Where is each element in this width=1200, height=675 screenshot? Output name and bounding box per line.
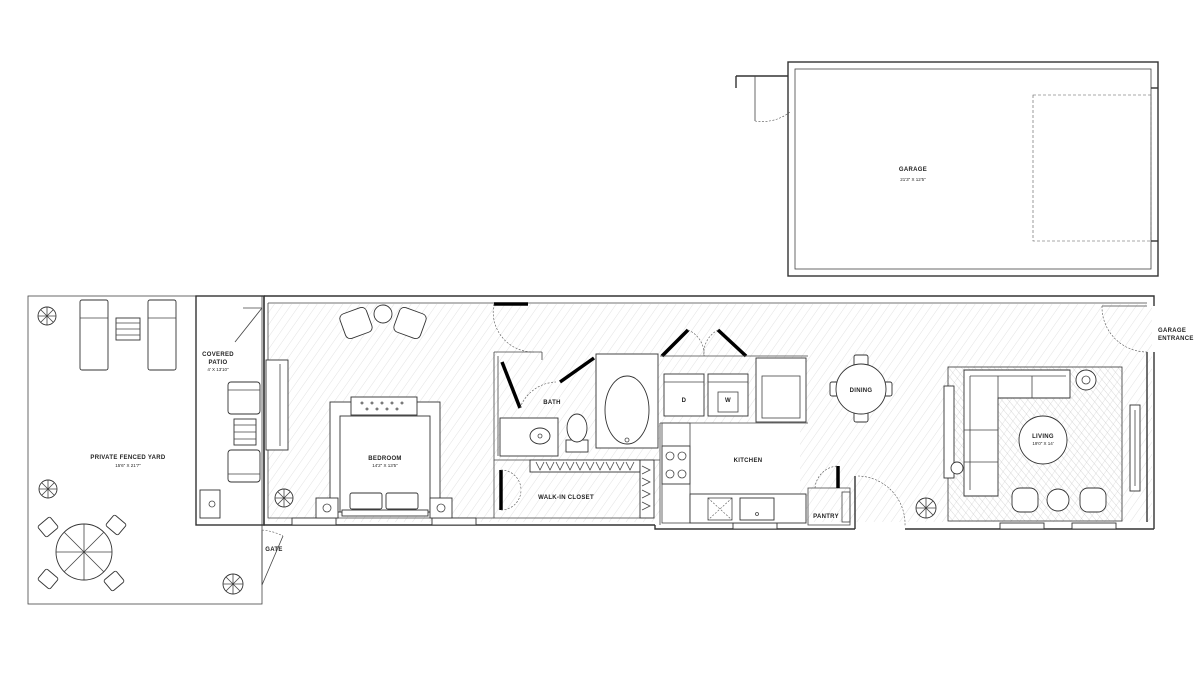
garage-entrance-label-2: ENTRANCE xyxy=(1158,336,1194,342)
private-yard-dims: 15'6" X 21'7" xyxy=(115,463,141,468)
private-yard-label: PRIVATE FENCED YARD xyxy=(90,455,166,461)
plant-icon xyxy=(915,497,937,519)
pillow xyxy=(349,492,383,510)
main-unit: BEDROOM 14'2" X 13'5" BATH xyxy=(263,295,1155,530)
accent-chair xyxy=(1011,487,1039,513)
plant-icon xyxy=(274,488,294,508)
tv-console xyxy=(943,385,955,479)
covered-patio-label-1: COVERED xyxy=(202,352,234,358)
covered-patio-label-2: PATIO xyxy=(209,360,228,366)
bedroom-label: BEDROOM xyxy=(368,456,401,462)
nightstand xyxy=(429,497,453,519)
living: LIVING 19'0" X 14' xyxy=(943,366,1123,522)
storage-cabinet xyxy=(755,357,807,423)
nightstand xyxy=(315,497,339,519)
laundry: D W xyxy=(663,357,807,423)
patio-chair xyxy=(227,381,261,415)
lounge-chair-left xyxy=(79,299,109,371)
kitchen-label: KITCHEN xyxy=(734,458,763,464)
plant-icon xyxy=(222,573,244,595)
washer xyxy=(707,373,749,417)
lounge-chair-right xyxy=(147,299,177,371)
covered-patio: COVERED PATIO 4' X 13'10" xyxy=(195,295,265,526)
garage-label: GARAGE xyxy=(899,167,927,173)
kitchen-sink xyxy=(739,497,775,521)
dresser xyxy=(265,359,289,451)
private-yard: PRIVATE FENCED YARD 15'6" X 21'7" xyxy=(27,295,263,605)
bench xyxy=(350,396,418,416)
covered-patio-dims: 4' X 13'10" xyxy=(207,367,229,372)
walk-in-closet: WALK-IN CLOSET xyxy=(493,459,655,519)
bath-label: BATH xyxy=(543,400,560,406)
toilet xyxy=(566,413,588,443)
bedroom-dims: 14'2" X 13'5" xyxy=(372,463,398,468)
gate: GATE xyxy=(261,529,284,586)
bath: BATH xyxy=(493,352,660,461)
living-label: LIVING xyxy=(1032,434,1054,440)
plant-icon xyxy=(38,479,58,499)
kitchen: KITCHEN xyxy=(659,422,808,525)
accent-chair xyxy=(1079,487,1107,513)
garage-entrance-label-1: GARAGE xyxy=(1158,328,1186,334)
dryer xyxy=(663,373,705,417)
stove xyxy=(661,445,691,485)
living-dims: 19'0" X 14' xyxy=(1032,441,1053,446)
dishwasher xyxy=(707,497,733,521)
side-table xyxy=(373,304,393,324)
dining: DINING xyxy=(829,354,937,519)
dining-label: DINING xyxy=(850,388,873,394)
pillow xyxy=(385,492,419,510)
sink xyxy=(529,427,551,445)
umbrella-table-set xyxy=(37,514,127,592)
walk-in-closet-label: WALK-IN CLOSET xyxy=(538,495,594,501)
end-table xyxy=(1075,369,1097,391)
garage: GARAGE 21'3" X 12'5" xyxy=(735,61,1159,277)
patio-chair xyxy=(227,449,261,483)
pantry-label: PANTRY xyxy=(813,514,839,520)
washer-label: W xyxy=(725,398,731,404)
armchair xyxy=(339,306,373,340)
dining-table xyxy=(835,363,887,415)
garage-dims: 21'3" X 12'5" xyxy=(900,177,926,182)
armchair xyxy=(393,306,427,340)
lamp xyxy=(950,461,964,475)
gate-label: GATE xyxy=(265,547,282,553)
accent-table xyxy=(1046,488,1070,512)
coffee-table xyxy=(1018,415,1068,465)
grill xyxy=(199,489,221,519)
plant-icon xyxy=(37,306,57,326)
pantry: PANTRY xyxy=(807,465,851,526)
bedroom: BEDROOM 14'2" X 13'5" xyxy=(265,304,453,519)
dryer-label: D xyxy=(682,398,687,404)
